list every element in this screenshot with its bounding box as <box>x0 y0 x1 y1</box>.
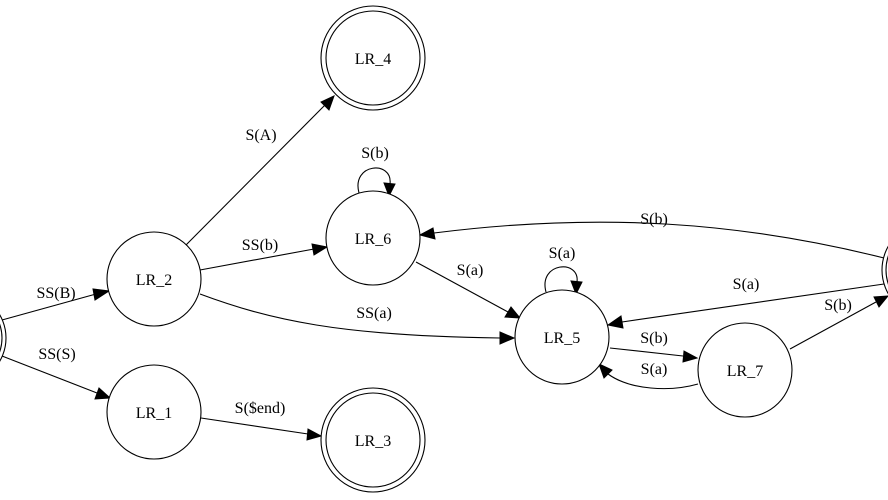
node-lr7: LR_7 <box>697 322 793 418</box>
node-lr4: LR_4 <box>320 5 426 111</box>
edge-partial-left-to-lr1: SS(S) <box>1 346 112 400</box>
edge-lr2-to-lr6: SS(b) <box>199 237 329 271</box>
node-lr5: LR_5 <box>514 289 610 385</box>
node-label: LR_1 <box>136 405 172 422</box>
edge-label: SS(S) <box>38 346 75 363</box>
edge-label: SS(a) <box>356 305 392 322</box>
node-lr1: LR_1 <box>106 364 202 460</box>
edge-lr5-to-lr7: S(b) <box>609 330 699 363</box>
edge-partial-right-to-lr6: S(b) <box>418 211 885 259</box>
edge-label: S(a) <box>549 245 576 262</box>
edge-label: S(a) <box>457 262 484 279</box>
edge-label: S($end) <box>235 400 286 417</box>
node-lr3: LR_3 <box>320 387 426 493</box>
edge-lr7-to-lr5: S(a) <box>598 361 699 390</box>
edge-partial-left-to-lr2: SS(B) <box>1 285 111 321</box>
node-lr6: LR_6 <box>325 190 421 286</box>
node-label: LR_7 <box>727 363 763 380</box>
node-label: LR_2 <box>136 272 172 289</box>
edge-label: S(A) <box>245 127 276 144</box>
edge-label: S(a) <box>641 361 668 378</box>
edge-label: S(b) <box>640 211 668 228</box>
edge-label: S(b) <box>361 145 389 162</box>
node-partial-right <box>881 245 888 295</box>
edge-partial-right-to-lr5: S(a) <box>606 276 885 329</box>
node-label: LR_5 <box>544 330 580 347</box>
node-label: LR_4 <box>355 51 391 68</box>
edge-label: SS(B) <box>36 285 75 302</box>
edge-label: S(b) <box>640 330 668 347</box>
edge-lr2-to-lr4: S(A) <box>185 95 335 246</box>
edge-lr6-self-loop: S(b) <box>357 145 396 198</box>
edge-lr7-to-partial-right: S(b) <box>789 295 888 350</box>
edge-lr6-to-lr5: S(a) <box>415 261 522 319</box>
edge-label: S(b) <box>824 297 852 314</box>
edge-label: SS(b) <box>242 237 278 254</box>
node-label: LR_6 <box>355 231 391 248</box>
edge-lr1-to-lr3: S($end) <box>200 400 323 441</box>
node-partial-left <box>0 314 7 362</box>
node-lr2: LR_2 <box>106 231 202 327</box>
node-label: LR_3 <box>355 433 391 450</box>
edge-lr5-self-loop: S(a) <box>544 245 583 296</box>
edge-lr2-to-lr5: SS(a) <box>199 293 516 345</box>
edge-label: S(a) <box>733 276 760 293</box>
